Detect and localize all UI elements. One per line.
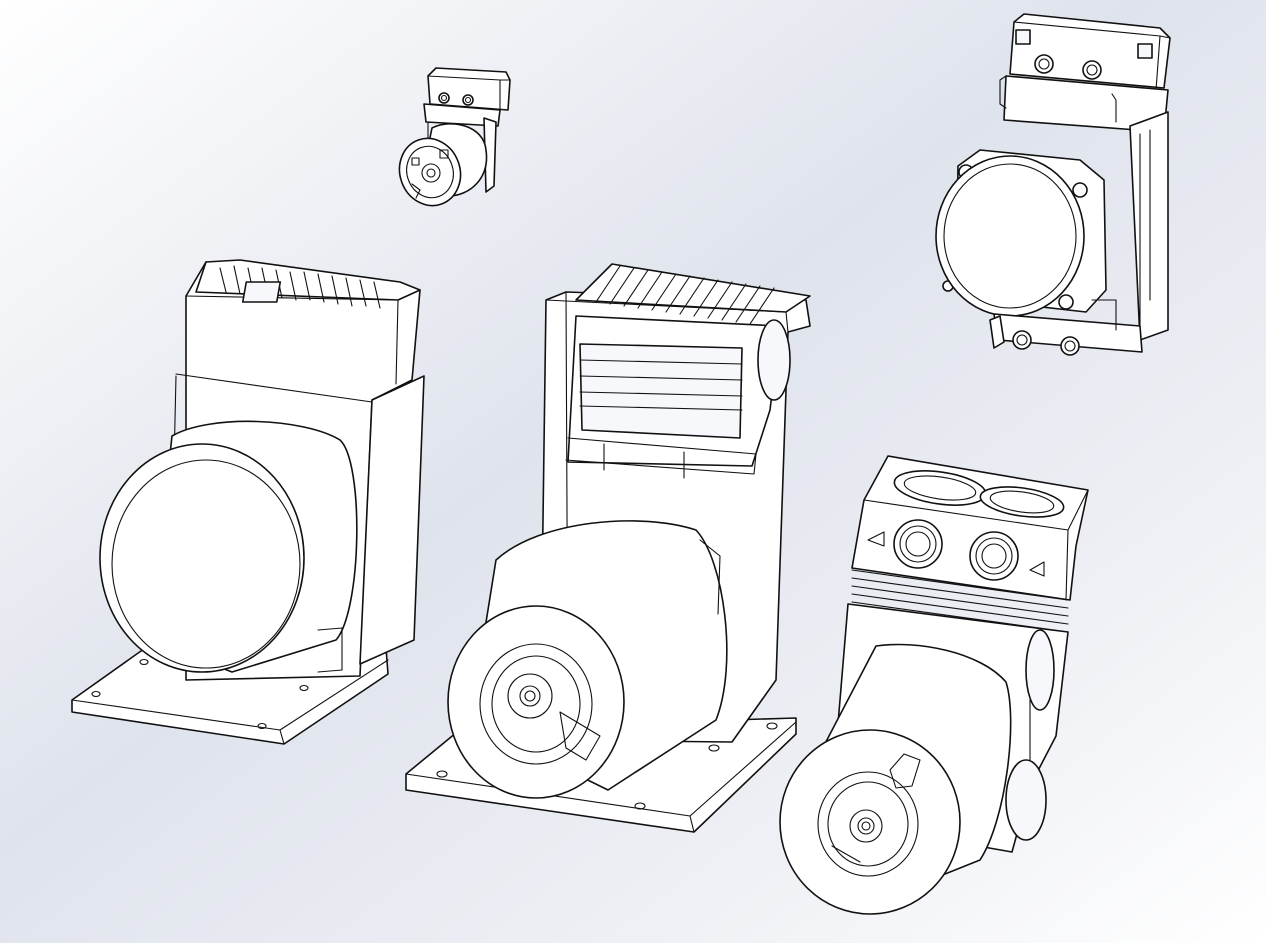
pump-base-left[interactable]	[71, 259, 425, 745]
pump-small-iso[interactable]	[390, 67, 511, 214]
pump-head-right[interactable]	[779, 455, 1089, 915]
pump-base-center[interactable]	[405, 263, 811, 833]
pump-upright-right[interactable]	[935, 13, 1171, 356]
